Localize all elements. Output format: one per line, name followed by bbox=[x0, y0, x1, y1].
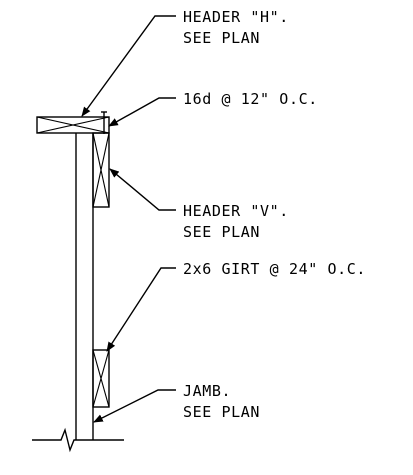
jamb-label: JAMB. bbox=[183, 382, 231, 400]
header-v-see-plan: SEE PLAN bbox=[183, 223, 260, 241]
leader-jamb bbox=[93, 389, 176, 423]
leader-girt bbox=[106, 267, 176, 352]
girt-member bbox=[92, 349, 110, 408]
header-h-member bbox=[36, 116, 110, 134]
nailing-label: 16d @ 12" O.C. bbox=[183, 90, 318, 108]
jamb-see-plan: SEE PLAN bbox=[183, 403, 260, 421]
header-h-see-plan: SEE PLAN bbox=[183, 29, 260, 47]
header-v-label: HEADER "V". bbox=[183, 202, 289, 220]
break-line bbox=[32, 427, 124, 453]
header-h-label: HEADER "H". bbox=[183, 8, 289, 26]
jamb-post bbox=[75, 133, 94, 440]
leader-nailing bbox=[108, 97, 176, 127]
leader-header-v bbox=[109, 168, 176, 211]
nail-symbol bbox=[101, 111, 107, 134]
girt-label: 2x6 GIRT @ 24" O.C. bbox=[183, 260, 366, 278]
header-v-member bbox=[92, 132, 110, 208]
leader-header-h bbox=[81, 15, 176, 117]
